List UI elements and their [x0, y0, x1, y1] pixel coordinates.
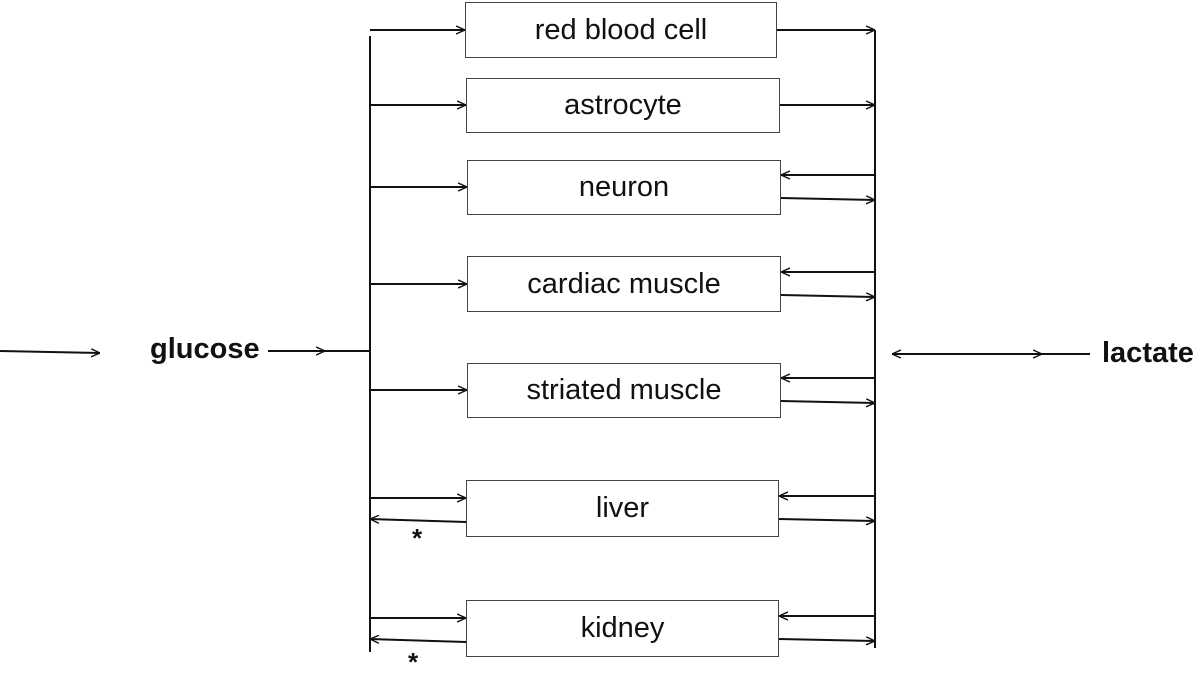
- tissue-branches: [370, 30, 875, 642]
- tissue-label: striated muscle: [526, 374, 722, 406]
- lactate-out-arrow-kidney: [778, 639, 875, 641]
- kidney-glucose-return-marker: *: [408, 647, 419, 677]
- lactate-out-arrow-liver: [778, 519, 875, 521]
- lactate-label: lactate: [1102, 337, 1194, 369]
- glucose-input-arrow: [0, 351, 100, 353]
- tissue-box-kidney: kidney: [466, 600, 779, 657]
- tissue-label: liver: [595, 492, 650, 524]
- tissue-label: kidney: [580, 612, 665, 644]
- tissue-box-striated-muscle: striated muscle: [467, 363, 781, 418]
- tissue-label: neuron: [578, 171, 670, 203]
- lactate-out-arrow-cardiac-muscle: [780, 295, 875, 297]
- tissue-label: astrocyte: [564, 89, 682, 121]
- glucose-label: glucose: [150, 333, 260, 365]
- lactate-out-arrow-neuron: [780, 198, 875, 200]
- tissue-label: cardiac muscle: [527, 267, 721, 300]
- tissue-box-liver: liver: [466, 480, 779, 537]
- tissue-box-cardiac-muscle: cardiac muscle: [467, 256, 781, 312]
- lactate-out-arrow-striated-muscle: [780, 401, 875, 403]
- glucose-return-arrow-kidney: [370, 639, 467, 642]
- glucose-return-arrow-liver: [370, 519, 467, 522]
- tissue-box-neuron: neuron: [467, 160, 781, 215]
- liver-glucose-return-marker: *: [412, 523, 423, 553]
- tissue-box-red-blood-cell: red blood cell: [465, 2, 777, 58]
- tissue-box-astrocyte: astrocyte: [466, 78, 780, 133]
- tissue-label: red blood cell: [534, 13, 708, 46]
